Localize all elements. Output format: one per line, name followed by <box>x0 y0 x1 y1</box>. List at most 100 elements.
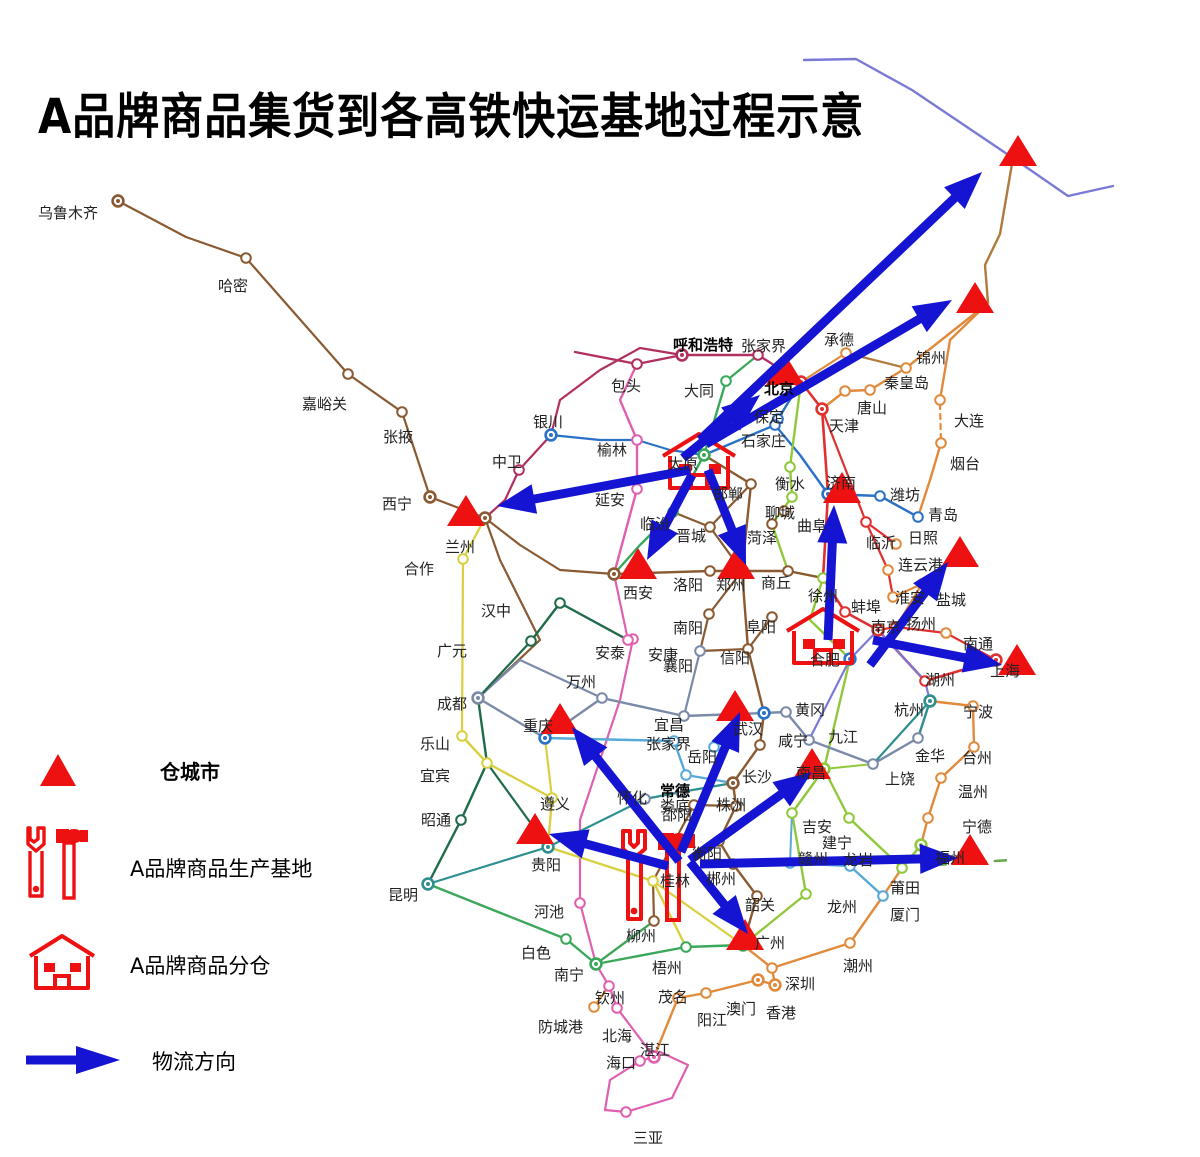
station-node <box>730 800 742 812</box>
station-node <box>768 978 782 992</box>
logistics-arrow <box>817 505 848 641</box>
warehouse-city-marker <box>951 834 989 865</box>
station-node <box>457 553 469 565</box>
city-label: 九江 <box>828 728 859 746</box>
city-label: 阜阳 <box>746 618 777 636</box>
logistics-arrow <box>699 843 958 874</box>
city-label: 锦州 <box>916 349 947 367</box>
city-label: 唐山 <box>857 399 888 417</box>
logistics-arrow <box>680 395 760 462</box>
city-label: 上饶 <box>885 770 916 788</box>
station-node <box>704 565 716 577</box>
city-label: 成都 <box>437 695 468 713</box>
city-label: 桂林 <box>660 872 691 890</box>
city-label: 怀化 <box>617 789 648 807</box>
city-label: 金华 <box>915 747 946 765</box>
station-node <box>513 464 525 476</box>
city-label: 昆明 <box>388 886 419 904</box>
station-node <box>455 814 467 826</box>
station-node <box>757 706 771 720</box>
station-node <box>860 516 872 528</box>
station-node <box>754 739 766 751</box>
city-label: 济南 <box>826 474 857 492</box>
city-label: 上海 <box>990 662 1021 680</box>
city-label: 梧州 <box>652 959 683 977</box>
city-label: 天津 <box>829 417 860 435</box>
station-node <box>912 732 924 744</box>
city-label: 晋城 <box>676 527 707 545</box>
station-node <box>751 973 765 987</box>
city-label: 烟台 <box>950 455 981 473</box>
station-node <box>752 349 764 361</box>
station-node <box>607 567 621 581</box>
station-node <box>603 980 615 992</box>
city-label: 安康 <box>648 646 679 664</box>
warehouse-city-marker <box>726 919 764 950</box>
warehouse-city-marker <box>516 813 554 844</box>
city-label: 西安 <box>623 584 654 602</box>
logistics-arrow <box>676 712 740 854</box>
station-node <box>871 623 885 637</box>
warehouse-city-marker <box>998 644 1036 675</box>
station-node <box>631 358 643 370</box>
city-label: 汉中 <box>481 602 512 620</box>
warehouse-city-marker <box>716 690 754 721</box>
city-label: 宜宾 <box>420 767 451 785</box>
warehouse-city-marker <box>619 548 657 579</box>
station-node <box>839 606 851 618</box>
city-label: 茂名 <box>658 988 689 1006</box>
station-node <box>766 611 778 623</box>
city-label: 连云港 <box>898 556 944 574</box>
station-node <box>844 937 856 949</box>
station-node <box>694 645 706 657</box>
city-label: 兰州 <box>445 538 476 556</box>
city-label: 郴州 <box>706 870 737 888</box>
station-node <box>554 597 566 609</box>
city-label: 钦州 <box>595 989 626 1007</box>
city-label: 广州 <box>755 934 786 952</box>
station-node <box>703 608 715 620</box>
station-node <box>588 1001 600 1013</box>
city-label: 贵阳 <box>531 856 562 874</box>
station-node <box>800 888 812 900</box>
station-node <box>544 428 558 442</box>
city-label: 商丘 <box>761 574 792 592</box>
logistics-arrow <box>686 859 748 934</box>
city-label: 温州 <box>958 783 989 801</box>
city-label: 娄底 <box>660 797 691 815</box>
station-node <box>525 635 537 647</box>
branch-warehouse-marker <box>785 607 861 665</box>
city-label: 福州 <box>935 849 966 867</box>
station-node <box>745 478 757 490</box>
city-label: 昭通 <box>421 811 452 829</box>
logistics-arrows-group <box>497 172 1002 934</box>
city-label: 海口 <box>606 1054 637 1072</box>
city-label: 常德 <box>660 782 691 800</box>
city-label: 合作 <box>404 560 435 578</box>
warehouse-city-marker <box>793 748 831 779</box>
city-label: 南阳 <box>673 619 704 637</box>
station-node <box>111 194 125 208</box>
warehouse-city-marker <box>823 472 861 503</box>
city-label: 韶关 <box>745 896 776 914</box>
city-label: 武汉 <box>733 720 764 738</box>
station-node <box>423 490 437 504</box>
station-node <box>240 252 252 264</box>
city-label: 龙州 <box>827 898 858 916</box>
station-node <box>647 1050 661 1064</box>
city-label: 莆田 <box>890 879 921 897</box>
station-node <box>620 1106 632 1118</box>
city-label: 遵义 <box>540 795 571 813</box>
city-label: 大连 <box>954 412 985 430</box>
station-node <box>874 490 886 502</box>
city-label: 澳门 <box>726 1000 757 1018</box>
city-label: 香港 <box>766 1004 797 1022</box>
city-label: 柳州 <box>626 927 657 945</box>
station-node <box>751 890 763 902</box>
logistics-arrow <box>703 468 746 565</box>
station-node <box>675 786 687 798</box>
station-node <box>456 730 468 742</box>
city-label: 河池 <box>534 903 565 921</box>
city-label: 建宁 <box>822 834 853 852</box>
